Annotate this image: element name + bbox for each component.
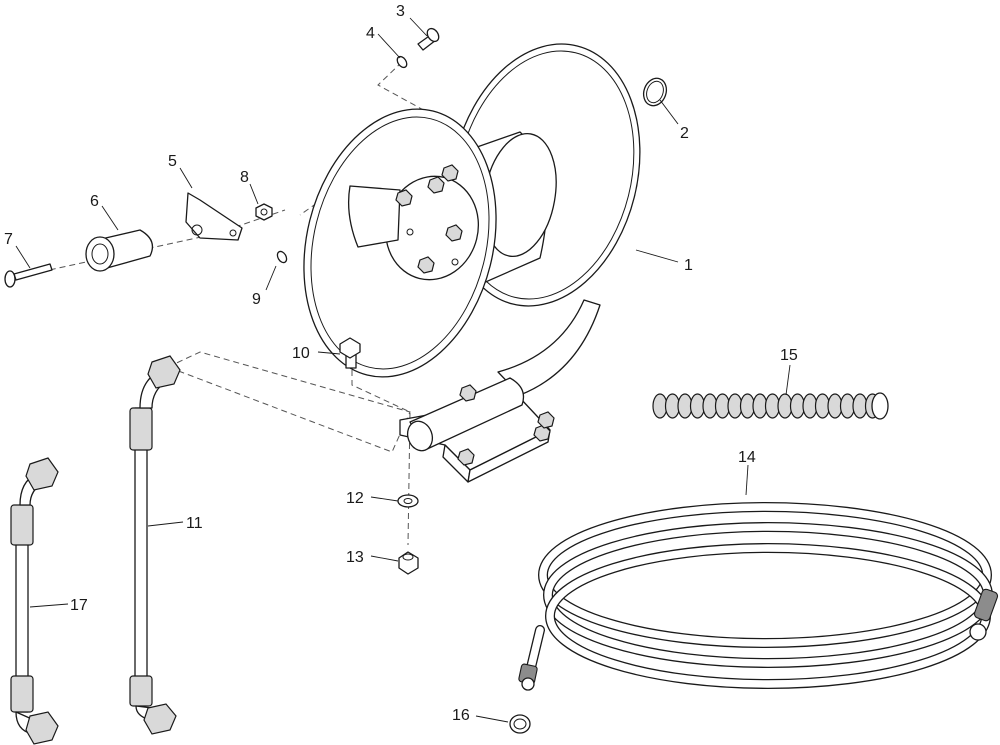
callout-16: 16 xyxy=(452,707,470,724)
spring-end xyxy=(871,392,889,420)
hose-assembly-17 xyxy=(10,457,59,745)
callout-7: 7 xyxy=(4,231,13,248)
knob-6 xyxy=(85,229,154,272)
assembly-guide-lines xyxy=(39,61,439,546)
nut-13 xyxy=(398,551,419,575)
washer-4 xyxy=(396,55,408,69)
callout-2: 2 xyxy=(680,125,689,142)
coiled-hose-14 xyxy=(518,502,999,691)
callout-10: 10 xyxy=(292,345,310,362)
callout-4: 4 xyxy=(366,25,375,42)
retaining-ring xyxy=(642,77,668,107)
callout-6: 6 xyxy=(90,193,99,210)
callout-labels: 1 2 3 4 5 6 7 8 9 10 11 12 13 14 15 16 1… xyxy=(4,3,798,724)
bracket-5 xyxy=(185,192,243,241)
callout-3: 3 xyxy=(396,3,405,20)
washer-9 xyxy=(276,250,288,264)
callout-15: 15 xyxy=(780,347,798,364)
callout-9: 9 xyxy=(252,291,261,308)
spring-guard-15 xyxy=(652,392,889,420)
callout-8: 8 xyxy=(240,169,249,186)
callout-17: 17 xyxy=(70,597,88,614)
callout-13: 13 xyxy=(346,549,364,566)
callout-12: 12 xyxy=(346,490,364,507)
callout-1: 1 xyxy=(684,257,693,274)
bolt-10 xyxy=(339,337,361,369)
bolt-3 xyxy=(417,27,440,51)
callout-11: 11 xyxy=(186,515,203,532)
callout-5: 5 xyxy=(168,153,177,170)
washer-12 xyxy=(397,494,419,508)
nut-8 xyxy=(255,203,273,221)
screw-7 xyxy=(4,263,53,288)
hose-assembly-11 xyxy=(129,355,181,735)
callout-14: 14 xyxy=(738,449,756,466)
callout-leaders xyxy=(15,17,791,723)
hose-reel xyxy=(303,43,641,483)
o-ring-16 xyxy=(509,714,531,734)
